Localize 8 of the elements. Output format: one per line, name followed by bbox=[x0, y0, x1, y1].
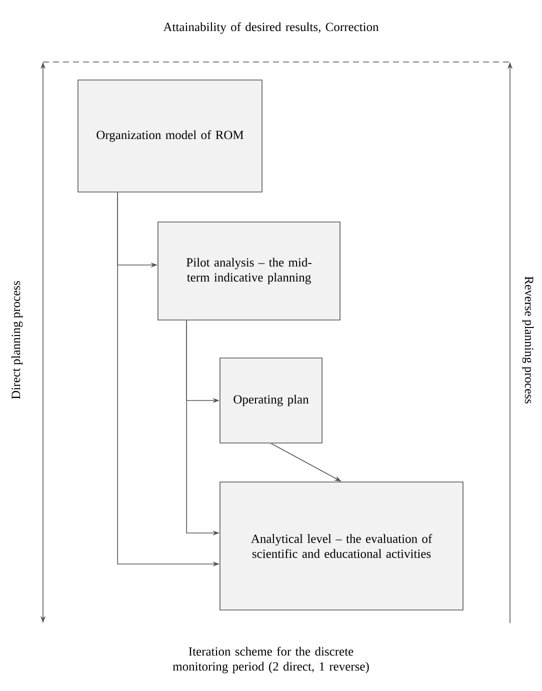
process-box: Organization model of ROM bbox=[78, 80, 262, 192]
axis-label: Direct planning process bbox=[11, 281, 23, 399]
axis-label: Reverse planning process bbox=[522, 276, 534, 404]
caption: Iteration scheme for the discrete monitoring period (2 direct, 1 reverse) bbox=[172, 646, 369, 674]
process-box: Analytical level – the evaluation of scientific and educational activities bbox=[220, 482, 464, 610]
process-box: Pilot analysis – the mid-term indicative planning bbox=[158, 222, 340, 320]
process-box: Operating plan bbox=[220, 358, 322, 444]
annotation: Attainability of desired results, Correction bbox=[163, 22, 379, 34]
